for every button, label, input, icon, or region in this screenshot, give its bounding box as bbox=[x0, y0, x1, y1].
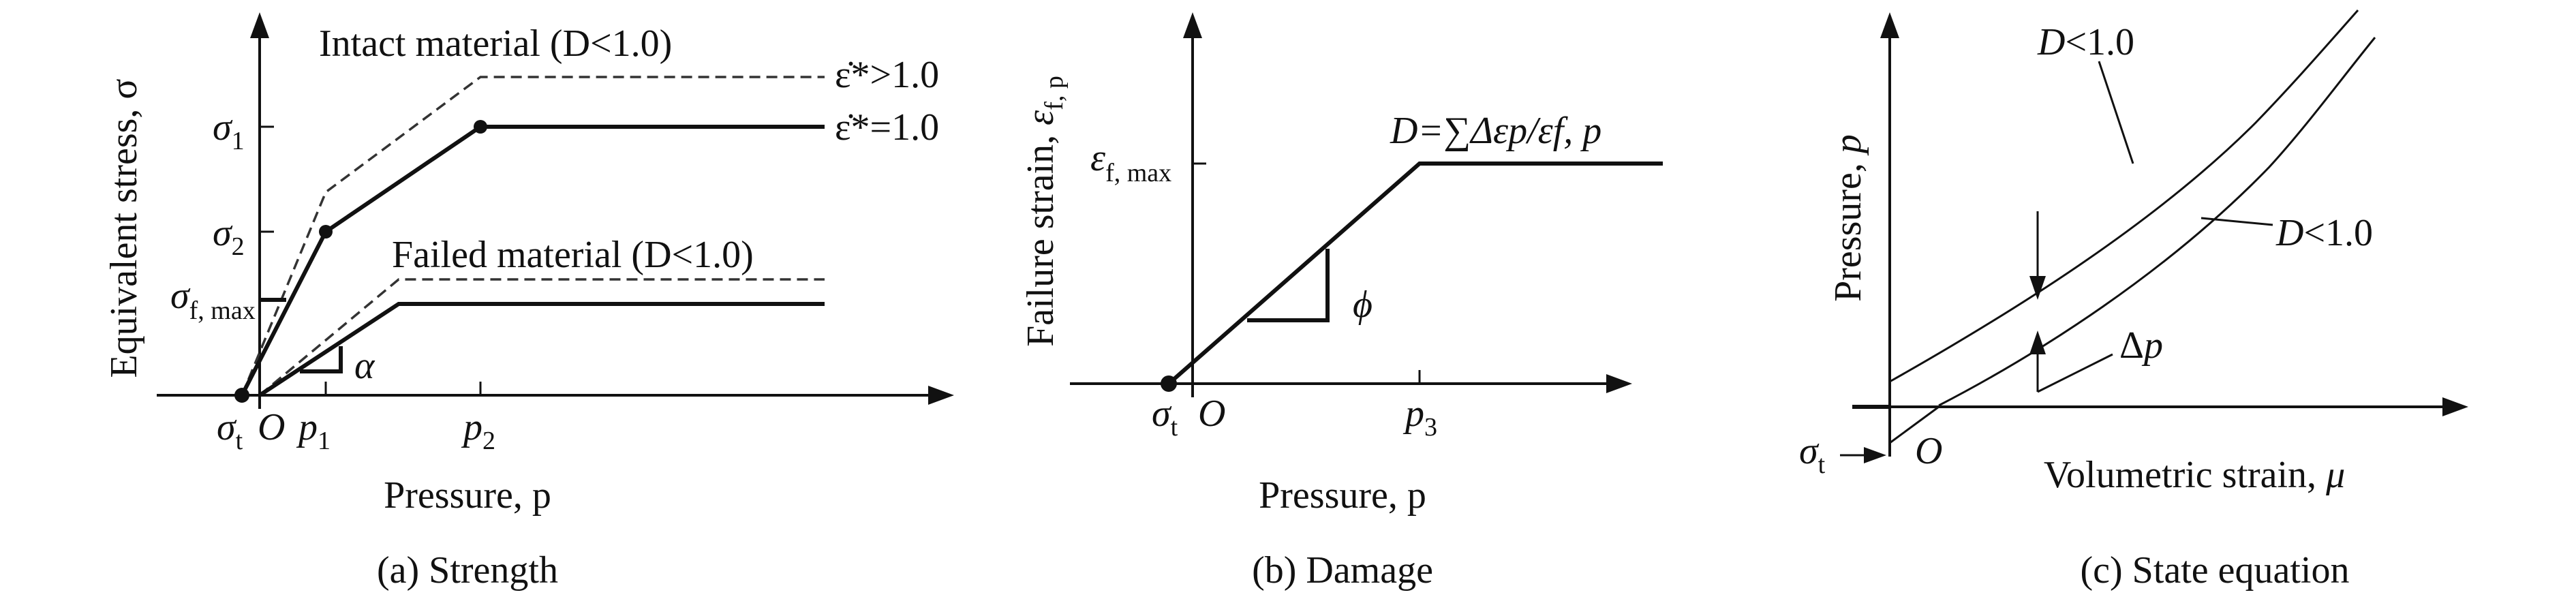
x-tick-label-sigma-t: σt bbox=[217, 406, 243, 455]
x-axis-title: Pressure, p bbox=[1259, 474, 1426, 517]
tension-region bbox=[1888, 405, 1939, 445]
y-tick-label-sigma1: σ1 bbox=[213, 106, 245, 155]
panel-state-equation: D<1.0 D<1.0 Δp O σt Volumetric strain, μ… bbox=[1799, 10, 2468, 592]
x-tick-label-p3: p3 bbox=[1402, 393, 1437, 442]
upper-label-leader bbox=[2098, 61, 2134, 164]
x-tick-label-origin: O bbox=[258, 406, 285, 448]
lower-label-leader bbox=[2201, 217, 2273, 226]
slope-phi-label: ϕ bbox=[1353, 283, 1373, 326]
rate-eq-label: ε̇*=1.0 bbox=[835, 106, 939, 149]
point-p1-sigma2 bbox=[319, 225, 333, 239]
y-axis-title: Failure strain, εf, p bbox=[1019, 76, 1069, 347]
y-axis-arrow bbox=[1880, 12, 1899, 38]
lower-state-curve bbox=[1938, 37, 2376, 407]
intact-curve-high-rate bbox=[241, 76, 825, 396]
caption-b: (b) Damage bbox=[1252, 549, 1433, 592]
y-axis-title: Pressure, p bbox=[1827, 134, 1869, 302]
damage-formula: D=∑Δεp/εf, p bbox=[1390, 110, 1601, 152]
panel-strength: Intact material (D<1.0) ε̇*>1.0 ε̇*=1.0 … bbox=[103, 12, 954, 592]
y-axis-title: Equivalent stress, σ bbox=[103, 78, 145, 378]
delta-p-label: Δp bbox=[2119, 324, 2163, 367]
caption-c: (c) State equation bbox=[2081, 549, 2350, 592]
y-axis-arrow bbox=[250, 12, 269, 38]
slope-triangle-alpha bbox=[300, 346, 343, 373]
y-tick-label-eps-fmax: εf, max bbox=[1090, 137, 1171, 187]
y-axis-arrow bbox=[1183, 12, 1202, 38]
sigma-t-arrowhead bbox=[1864, 447, 1886, 463]
tension-label: σt bbox=[1799, 430, 1826, 479]
rate-gt-label: ε̇*>1.0 bbox=[835, 54, 939, 96]
origin-label: O bbox=[1915, 430, 1942, 472]
failure-strain-curve bbox=[1167, 162, 1663, 386]
intact-material-label: Intact material (D<1.0) bbox=[319, 22, 672, 65]
delta-p-bottom-arrowhead bbox=[2029, 331, 2046, 354]
caption-a: (a) Strength bbox=[377, 549, 558, 592]
point-sigma-t bbox=[234, 388, 249, 403]
y-tick-label-sigma2: σ2 bbox=[213, 212, 245, 261]
x-axis-title: Volumetric strain, μ bbox=[2044, 454, 2345, 496]
x-axis-arrow bbox=[2442, 397, 2468, 416]
intact-curve bbox=[240, 125, 825, 397]
slope-triangle-phi bbox=[1247, 249, 1330, 322]
x-tick-label-origin: O bbox=[1198, 393, 1225, 435]
panel-damage: D=∑Δεp/εf, p ϕ εf, max σt O p3 Pressure,… bbox=[1019, 12, 1663, 592]
y-tick-label-sigma-fmax: σf, max bbox=[170, 275, 256, 325]
slope-alpha-label: α bbox=[354, 345, 375, 387]
x-axis-arrow bbox=[1606, 374, 1632, 393]
failed-curve-high-rate bbox=[258, 278, 825, 397]
x-tick-label-p2: p2 bbox=[461, 406, 495, 455]
x-axis-title: Pressure, p bbox=[384, 474, 551, 517]
x-axis-arrow bbox=[928, 386, 954, 405]
point-sigma-t bbox=[1161, 375, 1177, 392]
lower-curve-label: D<1.0 bbox=[2275, 212, 2373, 254]
upper-curve-label: D<1.0 bbox=[2037, 21, 2134, 63]
x-tick-label-sigma-t: σt bbox=[1152, 393, 1178, 442]
failed-curve bbox=[258, 302, 825, 397]
x-tick-label-p1: p1 bbox=[296, 406, 331, 455]
failed-material-label: Failed material (D<1.0) bbox=[392, 234, 754, 276]
delta-p-top-arrowhead bbox=[2029, 276, 2046, 300]
delta-p-leader bbox=[2037, 353, 2113, 393]
upper-state-curve bbox=[1889, 10, 2359, 383]
point-p2-sigma1 bbox=[474, 120, 487, 134]
